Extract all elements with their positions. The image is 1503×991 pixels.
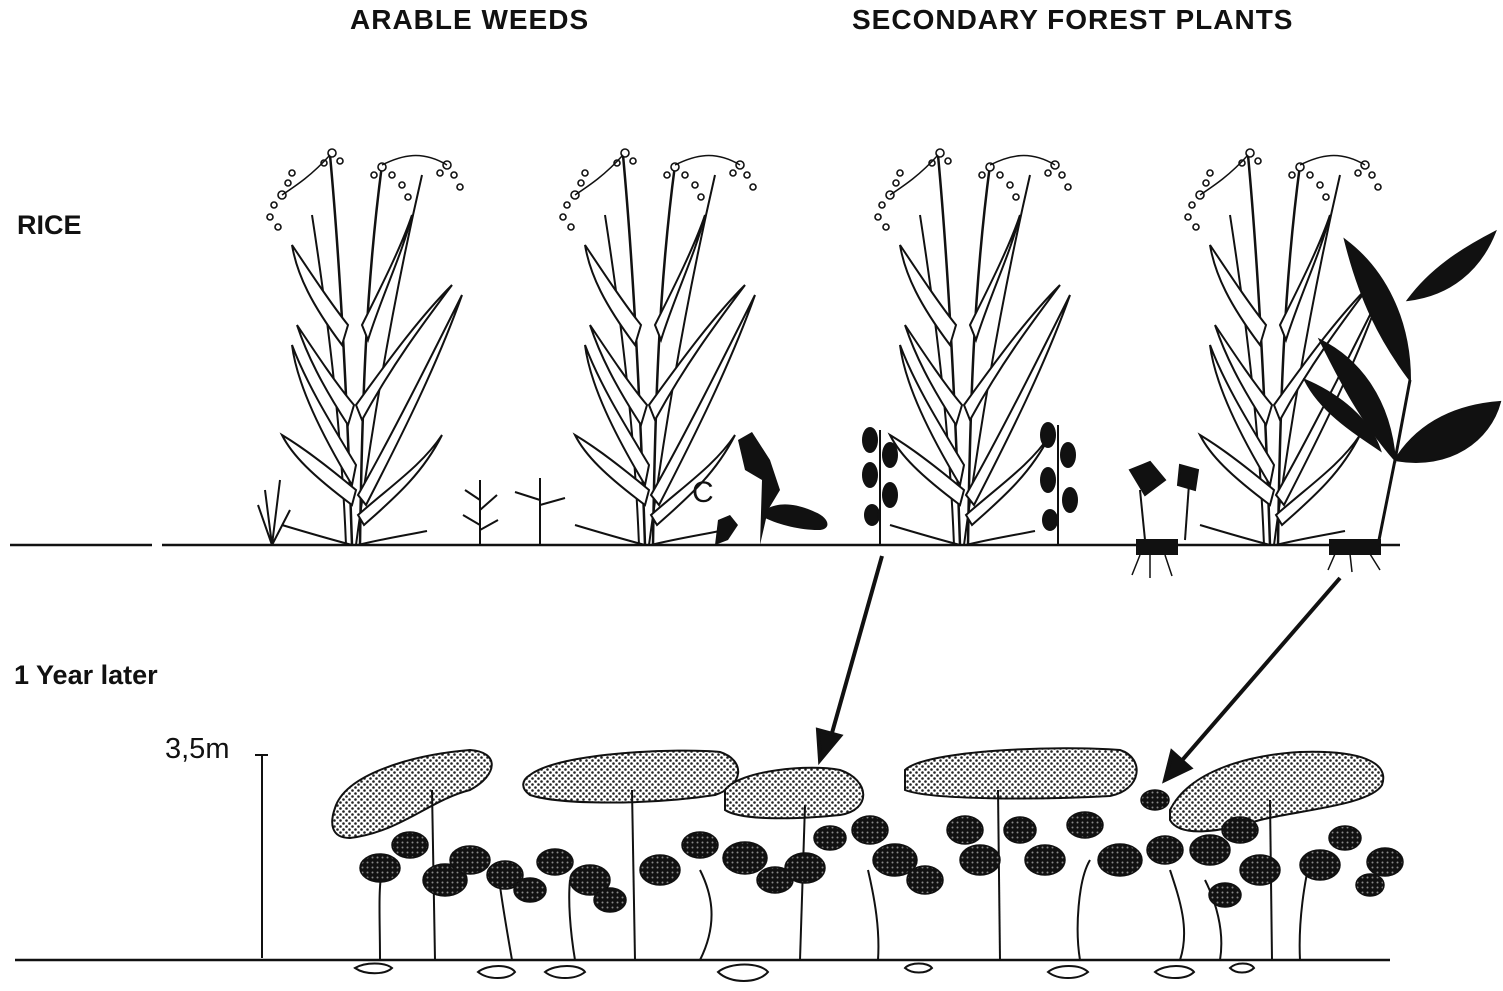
rice-plant	[1185, 149, 1381, 545]
row-label-one-year-later: 1 Year later	[14, 660, 158, 691]
height-scale-bar	[255, 755, 268, 958]
height-scale-label: 3,5m	[165, 733, 229, 766]
weed-label-c: C	[692, 476, 714, 510]
sprouting-stump	[1130, 462, 1198, 578]
rice-plant	[560, 149, 756, 545]
header-secondary-forest-plants: SECONDARY FOREST PLANTS	[852, 4, 1293, 36]
forest-seedling	[1041, 423, 1077, 545]
root-tuber	[355, 964, 1254, 982]
arrow-icon	[818, 556, 882, 760]
forest-seedling	[863, 428, 897, 545]
row-label-rice: RICE	[17, 210, 82, 241]
arrow-icon	[1165, 578, 1340, 780]
header-arable-weeds: ARABLE WEEDS	[350, 4, 589, 36]
forest-sapling	[1305, 232, 1500, 572]
arable-weed-dark	[715, 432, 827, 545]
rice-plant	[267, 149, 463, 545]
